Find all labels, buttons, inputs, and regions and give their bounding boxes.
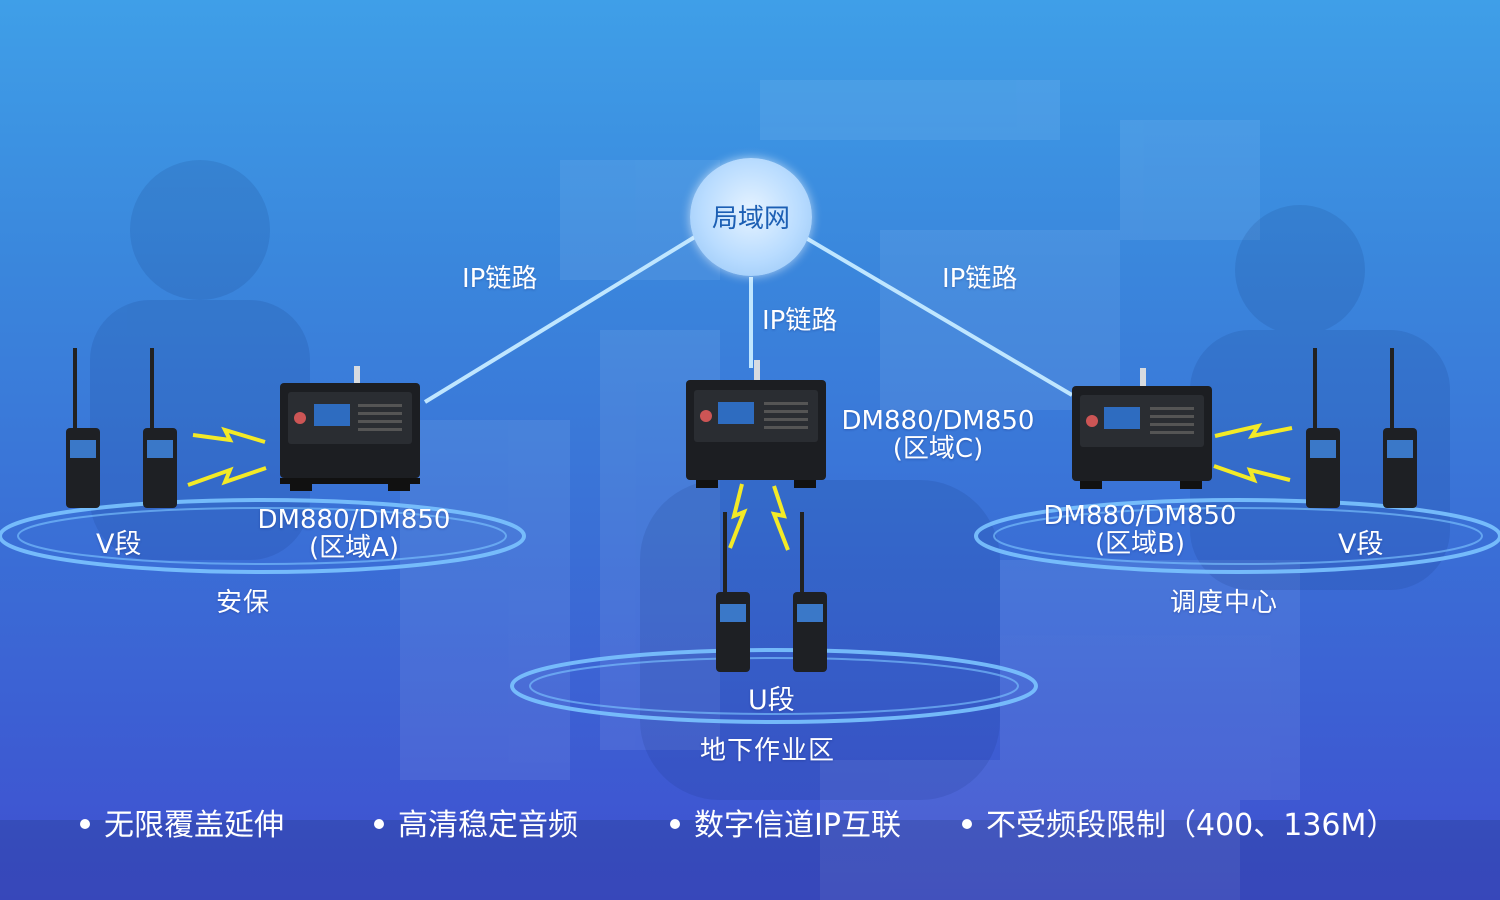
feature-item: 高清稳定音频 <box>374 800 578 844</box>
band-label-right: V段 <box>1338 529 1384 560</box>
zone-label-dispatch: 调度中心 <box>1170 588 1279 618</box>
bolt-icon <box>1214 422 1293 439</box>
bolt-icon <box>187 466 267 487</box>
bolt-icon <box>728 483 748 549</box>
device-c-zone: (区域C) <box>892 434 984 464</box>
coverage-ring-left <box>0 498 526 574</box>
radio-right-2 <box>1383 348 1417 508</box>
lan-hub: 局域网 <box>690 158 812 276</box>
device-label-a: DM880/DM850 (区域A) <box>254 506 454 562</box>
radio-left-2 <box>143 348 177 508</box>
zone-label-security: 安保 <box>216 588 271 618</box>
signal-bolts <box>187 422 1293 551</box>
bullet-icon <box>962 818 972 829</box>
coverage-ring-bottom <box>510 648 1038 724</box>
bullet-icon <box>670 818 680 829</box>
link-line-right <box>804 236 1074 397</box>
band-label-bottom: U段 <box>748 685 795 716</box>
bolt-icon <box>1213 464 1291 484</box>
device-c-model: DM880/DM850 <box>841 406 1035 436</box>
feature-item: 不受频段限制（400、136M） <box>962 800 1396 844</box>
device-b-model: DM880/DM850 <box>1043 501 1237 531</box>
radio-left-1 <box>66 348 100 508</box>
feature-item: 数字信道IP互联 <box>670 800 901 844</box>
repeater-device-c <box>686 360 826 488</box>
link-label-center: IP链路 <box>762 306 838 336</box>
link-label-left: IP链路 <box>462 264 538 294</box>
device-a-model: DM880/DM850 <box>257 505 451 535</box>
bolt-icon <box>770 485 790 551</box>
coverage-ring-right <box>974 498 1500 574</box>
device-label-c: DM880/DM850 (区域C) <box>838 407 1038 463</box>
device-label-b: DM880/DM850 (区域B) <box>1040 502 1240 558</box>
bolt-icon <box>192 426 266 444</box>
repeater-device-b <box>1072 368 1212 489</box>
bullet-icon <box>80 818 90 829</box>
link-line-left <box>423 233 700 404</box>
radio-right-1 <box>1306 348 1340 508</box>
zone-label-underground: 地下作业区 <box>700 736 836 766</box>
device-a-zone: (区域A) <box>308 533 400 563</box>
handheld-radios <box>66 348 1417 672</box>
feature-item: 无限覆盖延伸 <box>80 800 284 844</box>
device-b-zone: (区域B) <box>1094 529 1186 559</box>
repeater-device-a <box>280 366 420 491</box>
band-label-left: V段 <box>96 529 142 560</box>
radio-bottom-1 <box>716 512 750 672</box>
link-label-right: IP链路 <box>942 264 1018 294</box>
bullet-icon <box>374 818 384 829</box>
radio-bottom-2 <box>793 512 827 672</box>
lan-hub-label: 局域网 <box>711 204 790 234</box>
